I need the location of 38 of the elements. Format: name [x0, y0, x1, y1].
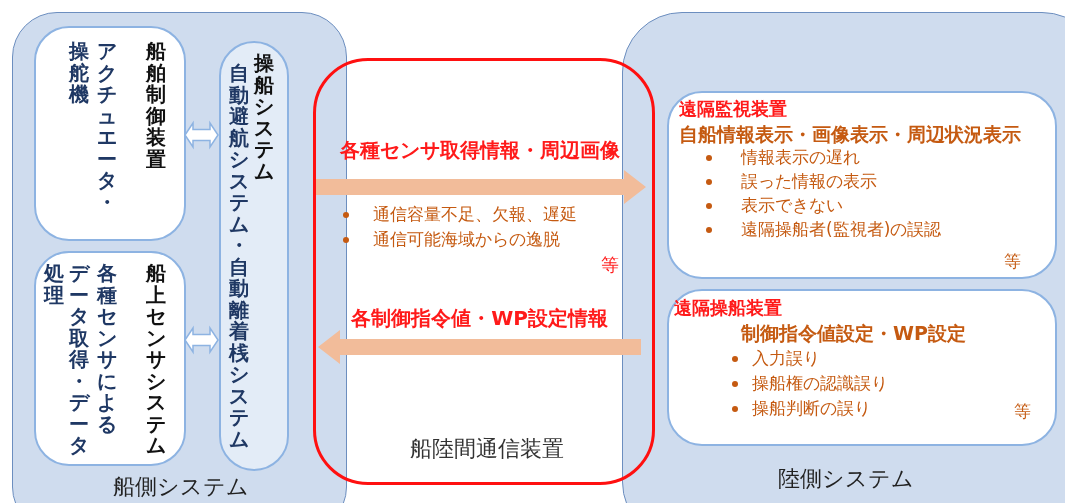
box-title: 操船システム	[253, 53, 275, 184]
box-title: 自船情報表示・画像表示・周辺状況表示	[679, 123, 1021, 146]
block-arrow	[318, 330, 641, 364]
box-title: 船舶制御装置	[145, 41, 167, 172]
box-title: 遠隔操船装置	[674, 297, 782, 319]
edge-label: 各制御指令値・WP設定情報	[350, 306, 609, 330]
note-text: 等	[601, 254, 619, 276]
bullet-text: 情報表示の遅れ	[741, 147, 860, 167]
box-title: 船上センサシステム	[145, 263, 167, 459]
description-text: 自動避航システム・自動離着桟システム	[228, 63, 250, 452]
description-text: 操舵機	[68, 41, 90, 108]
device-box	[34, 251, 186, 466]
bullet-text: 操船判断の誤り	[752, 398, 871, 418]
double-arrow	[184, 120, 219, 150]
box-title: 制御指令値設定・WP設定	[741, 322, 966, 345]
bullet-text: 遠隔操船者(監視者)の誤認	[741, 219, 942, 239]
bullet-text: 誤った情報の表示	[741, 171, 877, 191]
system-label: 船側システム	[111, 474, 250, 501]
system-label: 船陸間通信装置	[409, 436, 565, 463]
bullet-text: 通信容量不足、欠報、遅延	[373, 204, 577, 224]
bullet-text: 操船権の認識誤り	[752, 373, 888, 393]
double-arrow	[184, 325, 219, 355]
description-text: 各種センサによる	[96, 263, 118, 437]
device-box	[667, 289, 1057, 446]
block-arrow	[313, 170, 646, 204]
note-text: 等	[1004, 251, 1021, 272]
device-box	[667, 91, 1057, 279]
box-title: 遠隔監視装置	[679, 98, 787, 120]
bullet-text: 表示できない	[741, 195, 843, 215]
description-text: アクチュエータ・	[96, 41, 118, 215]
note-text: 等	[1014, 401, 1031, 422]
description-text: データ取得・データ	[68, 263, 90, 459]
system-label: 陸側システム	[776, 466, 915, 493]
bullet-text: 入力誤り	[752, 348, 820, 368]
system-panel	[622, 12, 1065, 503]
description-text: 処理	[43, 263, 65, 308]
device-box	[34, 26, 186, 241]
bullet-text: 通信可能海域からの逸脱	[373, 229, 560, 249]
